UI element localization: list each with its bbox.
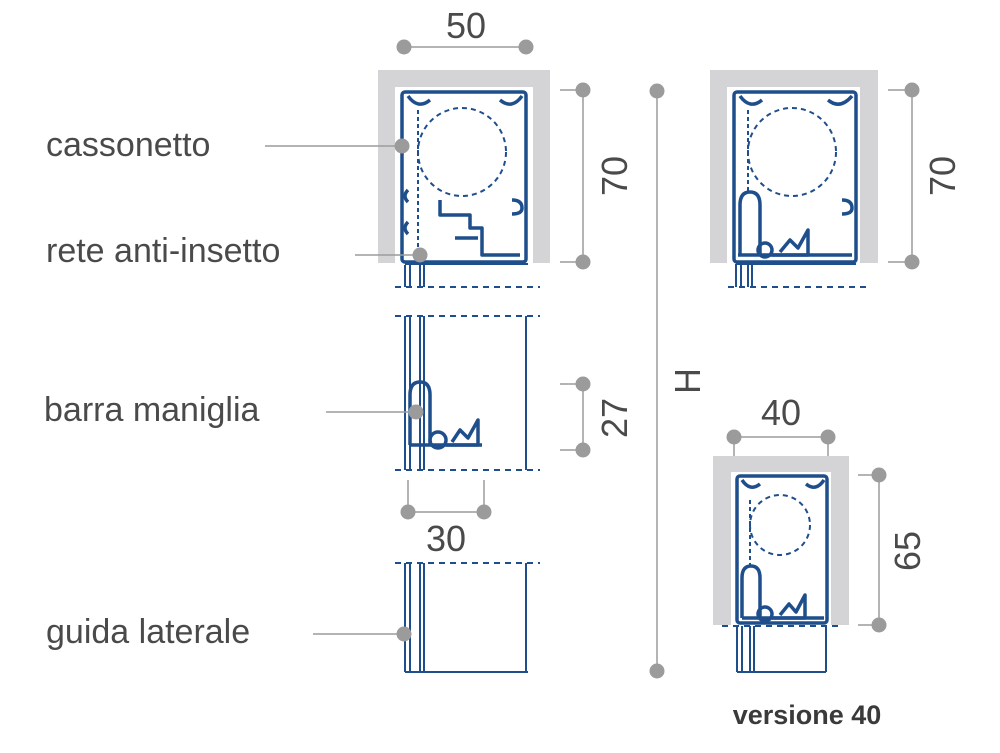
- roller-outline-v40: [749, 494, 811, 556]
- dimension-right-height-label: 70: [922, 156, 963, 196]
- guide-lines-top: [404, 110, 425, 287]
- housing-section-v40: [713, 456, 849, 673]
- label-cassonetto: cassonetto: [46, 126, 410, 164]
- housing-cover-right: [710, 70, 878, 263]
- dimension-guide-width-label: 30: [426, 518, 466, 559]
- label-barra: barra maniglia: [44, 391, 424, 429]
- handle-profile: [408, 380, 482, 450]
- dimension-total-height: H: [649, 83, 708, 679]
- roller-outline: [417, 107, 507, 197]
- dimension-guide-width: 30: [400, 480, 492, 559]
- box-profile-right: [732, 90, 858, 264]
- label-cassonetto-text: cassonetto: [46, 126, 210, 164]
- dimension-main-height: 70: [560, 82, 635, 270]
- dimension-v40-width: 40: [726, 392, 836, 456]
- dimension-handle-height: 27: [560, 376, 635, 458]
- dimension-v40-height: 65: [858, 467, 928, 633]
- dimension-v40-height-label: 65: [887, 531, 928, 571]
- housing-cover-v40: [713, 456, 849, 625]
- dimension-v40-width-label: 40: [761, 392, 801, 433]
- side-guide-section: [395, 562, 540, 673]
- label-barra-text: barra maniglia: [44, 391, 260, 429]
- box-profile-v40: [735, 474, 829, 625]
- housing-section-right: [710, 70, 878, 288]
- roller-outline-right: [747, 107, 837, 197]
- label-rete: rete anti-insetto: [46, 232, 428, 270]
- caption-versione-40: versione 40: [733, 700, 882, 730]
- dimension-main-height-label: 70: [594, 156, 635, 196]
- dimension-total-height-label: H: [667, 368, 708, 394]
- box-profile: [400, 90, 528, 264]
- label-guida-text: guida laterale: [46, 613, 250, 651]
- label-guida: guida laterale: [46, 613, 412, 651]
- handle-section: [395, 315, 540, 471]
- dimension-top-width-label: 50: [446, 5, 486, 46]
- dimension-right-height: 70: [888, 82, 963, 270]
- dimension-top-width: 50: [396, 5, 534, 55]
- dimension-handle-height-label: 27: [594, 398, 635, 438]
- label-rete-text: rete anti-insetto: [46, 232, 280, 270]
- housing-section-main: [378, 70, 550, 288]
- housing-cover: [378, 70, 550, 263]
